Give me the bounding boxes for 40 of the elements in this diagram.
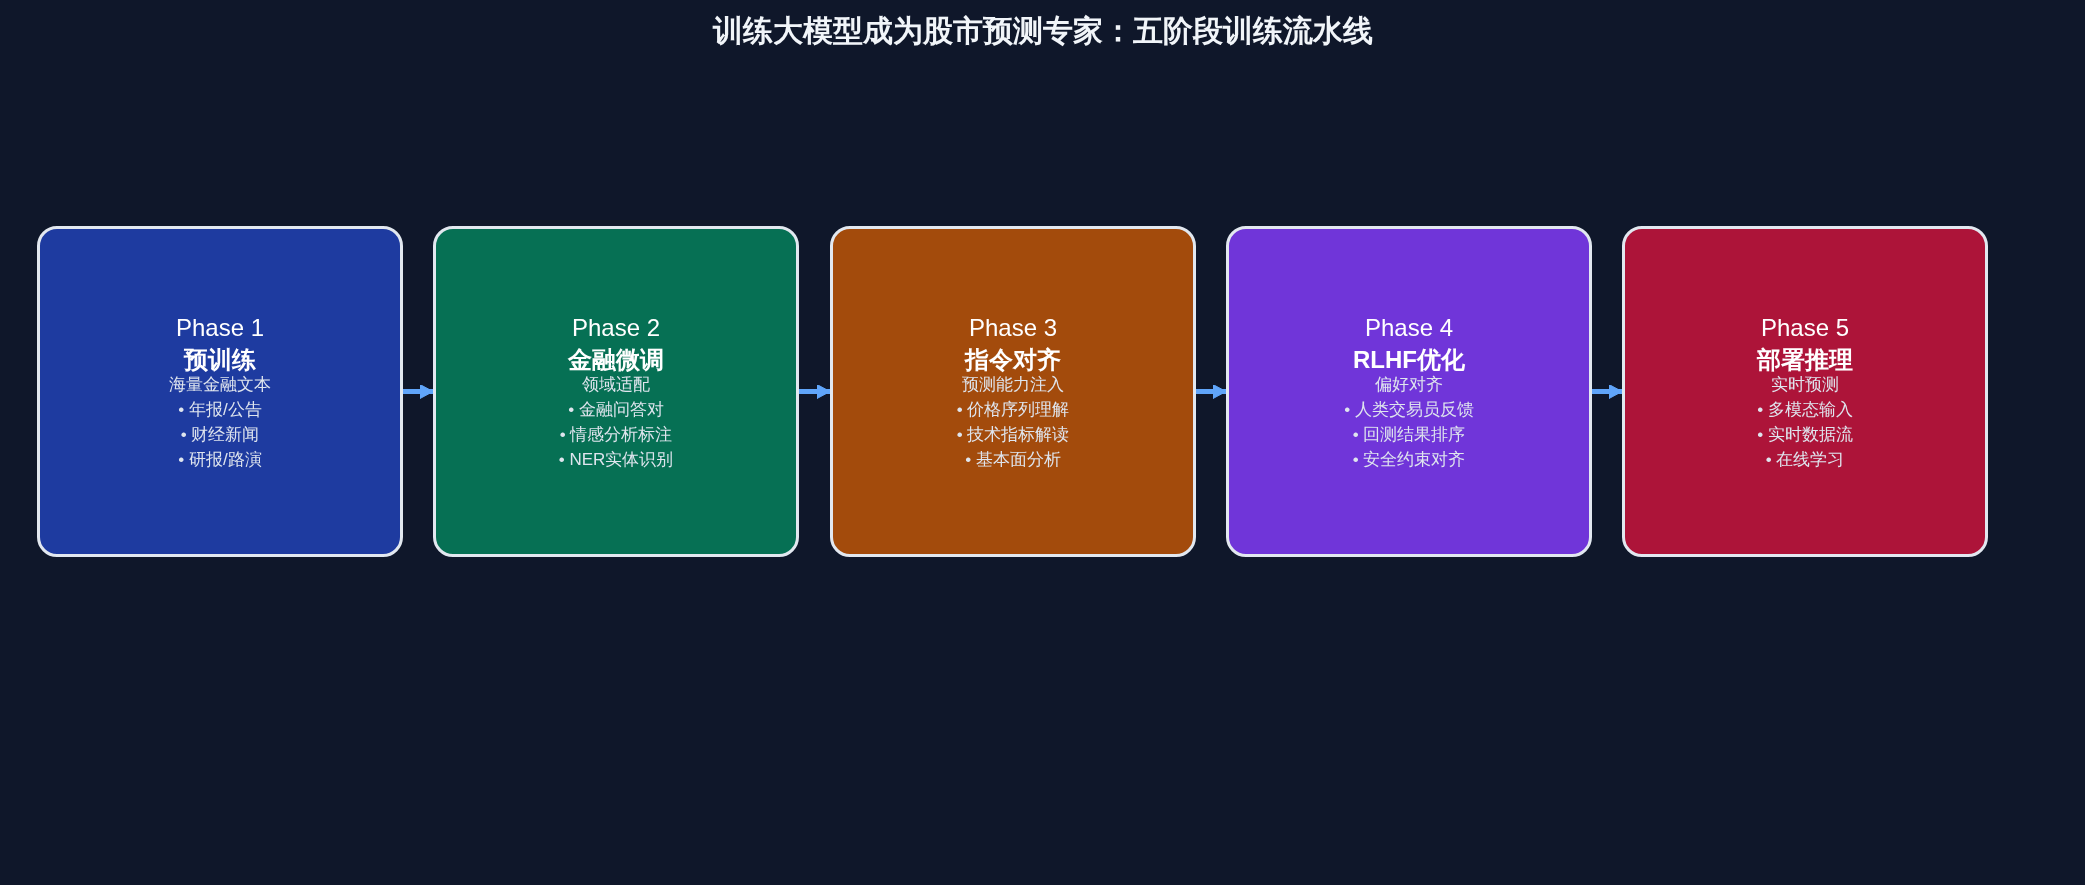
- phase-title: 部署推理: [1757, 345, 1853, 375]
- phase-subtitle: 预测能力注入: [962, 373, 1064, 396]
- phase-label: Phase 4: [1364, 313, 1454, 343]
- phase-label: Phase 5: [1760, 313, 1850, 343]
- bullet-item: • 研报/路演: [178, 448, 262, 471]
- phase-label: Phase 1: [175, 313, 265, 343]
- bullet-item: • NER实体识别: [558, 448, 674, 471]
- bullet-item: • 多模态输入: [1757, 398, 1853, 421]
- phase-box: [830, 226, 1196, 557]
- title: 训练大模型成为股市预测专家：五阶段训练流水线: [712, 13, 1373, 49]
- bullet-item: • 回测结果排序: [1352, 423, 1466, 446]
- bullet-item: • 财经新闻: [180, 423, 260, 446]
- bullet-item: • 安全约束对齐: [1352, 448, 1466, 471]
- bullet-item: • 金融问答对: [568, 398, 664, 421]
- bullet-item: • 在线学习: [1765, 448, 1845, 471]
- bullet-item: • 年报/公告: [178, 398, 262, 421]
- phase-box: [1226, 226, 1592, 557]
- phase-label: Phase 3: [968, 313, 1058, 343]
- phase-title: 指令对齐: [965, 345, 1061, 375]
- bullet-item: • 人类交易员反馈: [1344, 398, 1474, 421]
- arrow: [403, 384, 434, 399]
- arrow: [799, 384, 831, 399]
- phase-title: RLHF优化: [1353, 345, 1465, 375]
- phase-subtitle: 实时预测: [1771, 373, 1839, 396]
- bullet-item: • 基本面分析: [965, 448, 1061, 471]
- phase-subtitle: 偏好对齐: [1375, 373, 1443, 396]
- bullet-item: • 技术指标解读: [956, 423, 1070, 446]
- bullet-item: • 价格序列理解: [956, 398, 1070, 421]
- bullet-item: • 情感分析标注: [559, 423, 673, 446]
- phase-subtitle: 海量金融文本: [169, 373, 271, 396]
- phase-subtitle: 领域适配: [582, 373, 650, 396]
- arrow: [1592, 384, 1623, 399]
- arrow: [1196, 384, 1227, 399]
- bullet-item: • 实时数据流: [1757, 423, 1853, 446]
- phase-box: [1622, 226, 1988, 557]
- phase-box: [433, 226, 799, 557]
- phase-box: [37, 226, 403, 557]
- phase-label: Phase 2: [571, 313, 661, 343]
- phase-title: 预训练: [184, 345, 256, 375]
- phase-title: 金融微调: [568, 345, 664, 375]
